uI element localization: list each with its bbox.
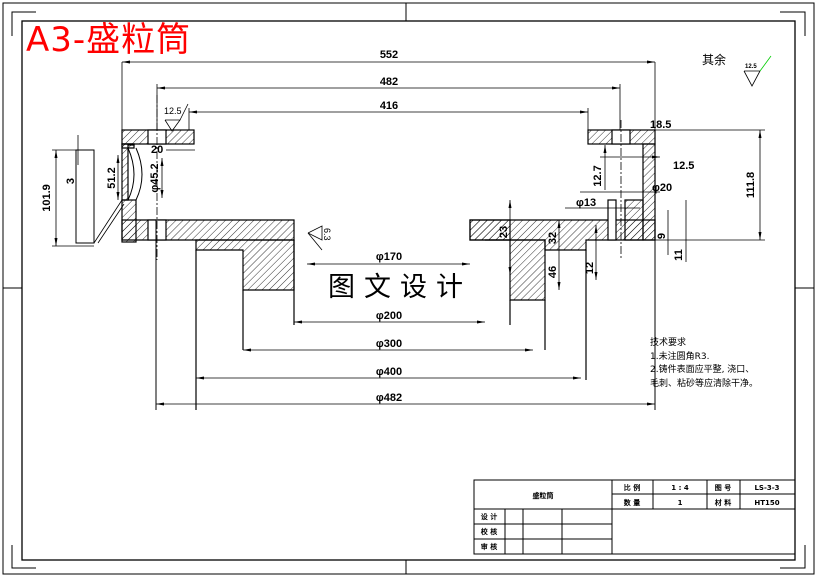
dim-bore-20: φ20	[652, 182, 672, 194]
dim-diameter-400: φ400	[376, 366, 402, 378]
dim-small-step: 3	[65, 178, 77, 184]
dim-step-12-7: 12.7	[592, 165, 604, 186]
roughness-top-value: 12.5	[164, 106, 182, 116]
dim-slot-width-20: 20	[151, 144, 163, 156]
checker-label: 校 核	[481, 527, 497, 536]
dim-step-32: 32	[547, 232, 559, 244]
dim-diameter-482: φ482	[376, 392, 402, 404]
dim-window-diameter: φ45.2	[149, 163, 161, 192]
material-value: HT150	[754, 499, 779, 507]
dim-flange-offset: 18.5	[650, 119, 671, 131]
dim-wall-thickness: 12.5	[673, 160, 694, 172]
dim-overall-width: 552	[380, 49, 398, 61]
dimension-lines	[52, 60, 765, 406]
dim-step-11: 11	[673, 249, 685, 261]
quantity-value: 1	[678, 499, 683, 507]
dim-diameter-170: φ170	[376, 251, 402, 263]
dim-step-23: 23	[498, 226, 510, 238]
watermark: 图文设计	[300, 268, 500, 308]
dim-inner-width-top: 416	[380, 100, 398, 112]
dim-diameter-200: φ200	[376, 310, 402, 322]
scale-value: 1 : 4	[671, 484, 689, 492]
dim-hole-13: φ13	[576, 197, 596, 209]
title-block-text: 盛粒筒 比 例 1 : 4 图 号 LS-3-3 数 量 1 材 料 HT150…	[481, 483, 780, 551]
technical-requirement-item: 2.铸件表面应平整, 浇口、	[650, 365, 755, 375]
scale-label: 比 例	[624, 483, 640, 492]
approver-label: 审 核	[481, 542, 497, 551]
technical-requirement-item: 毛刺、粘砂等应清除干净。	[650, 378, 759, 389]
drawing-title: A3-盛粒筒	[26, 20, 192, 60]
technical-requirements: 技术要求 1.未注圆角R3. 2.铸件表面应平整, 浇口、 毛刺、粘砂等应清除干…	[650, 337, 758, 391]
roughness-symbol-other	[743, 55, 772, 87]
roughness-symbol-inner	[307, 225, 323, 251]
title-block	[473, 479, 796, 555]
part-name: 盛粒筒	[533, 491, 554, 500]
technical-requirements-heading: 技术要求	[650, 338, 687, 348]
dimension-labels: 552 482 416 18.5 12.5 φ20 φ13 φ170 φ200 …	[41, 49, 757, 404]
roughness-symbol-top	[164, 103, 189, 132]
roughness-other-label: 其余	[702, 53, 727, 67]
dim-left-height: 101.9	[41, 184, 53, 212]
dim-total-height: 111.8	[745, 172, 757, 198]
designer-label: 设 计	[481, 512, 497, 521]
roughness-other-value: 12.5	[745, 64, 757, 70]
drawing-no-label: 图 号	[715, 483, 731, 492]
material-label: 材 料	[714, 498, 731, 507]
dim-outer-diameter-top: 482	[380, 76, 398, 88]
dim-step-9: 9	[656, 233, 668, 239]
dim-window-height: 51.2	[106, 167, 118, 188]
roughness-inner-value: 6.3	[322, 228, 332, 241]
quantity-label: 数 量	[624, 498, 640, 507]
technical-requirement-item: 1.未注圆角R3.	[650, 351, 710, 362]
dim-step-12: 12	[584, 262, 596, 274]
drawing-no-value: LS-3-3	[754, 484, 779, 492]
dim-diameter-300: φ300	[376, 338, 402, 350]
section-view	[75, 95, 656, 410]
dim-step-46: 46	[547, 266, 559, 278]
